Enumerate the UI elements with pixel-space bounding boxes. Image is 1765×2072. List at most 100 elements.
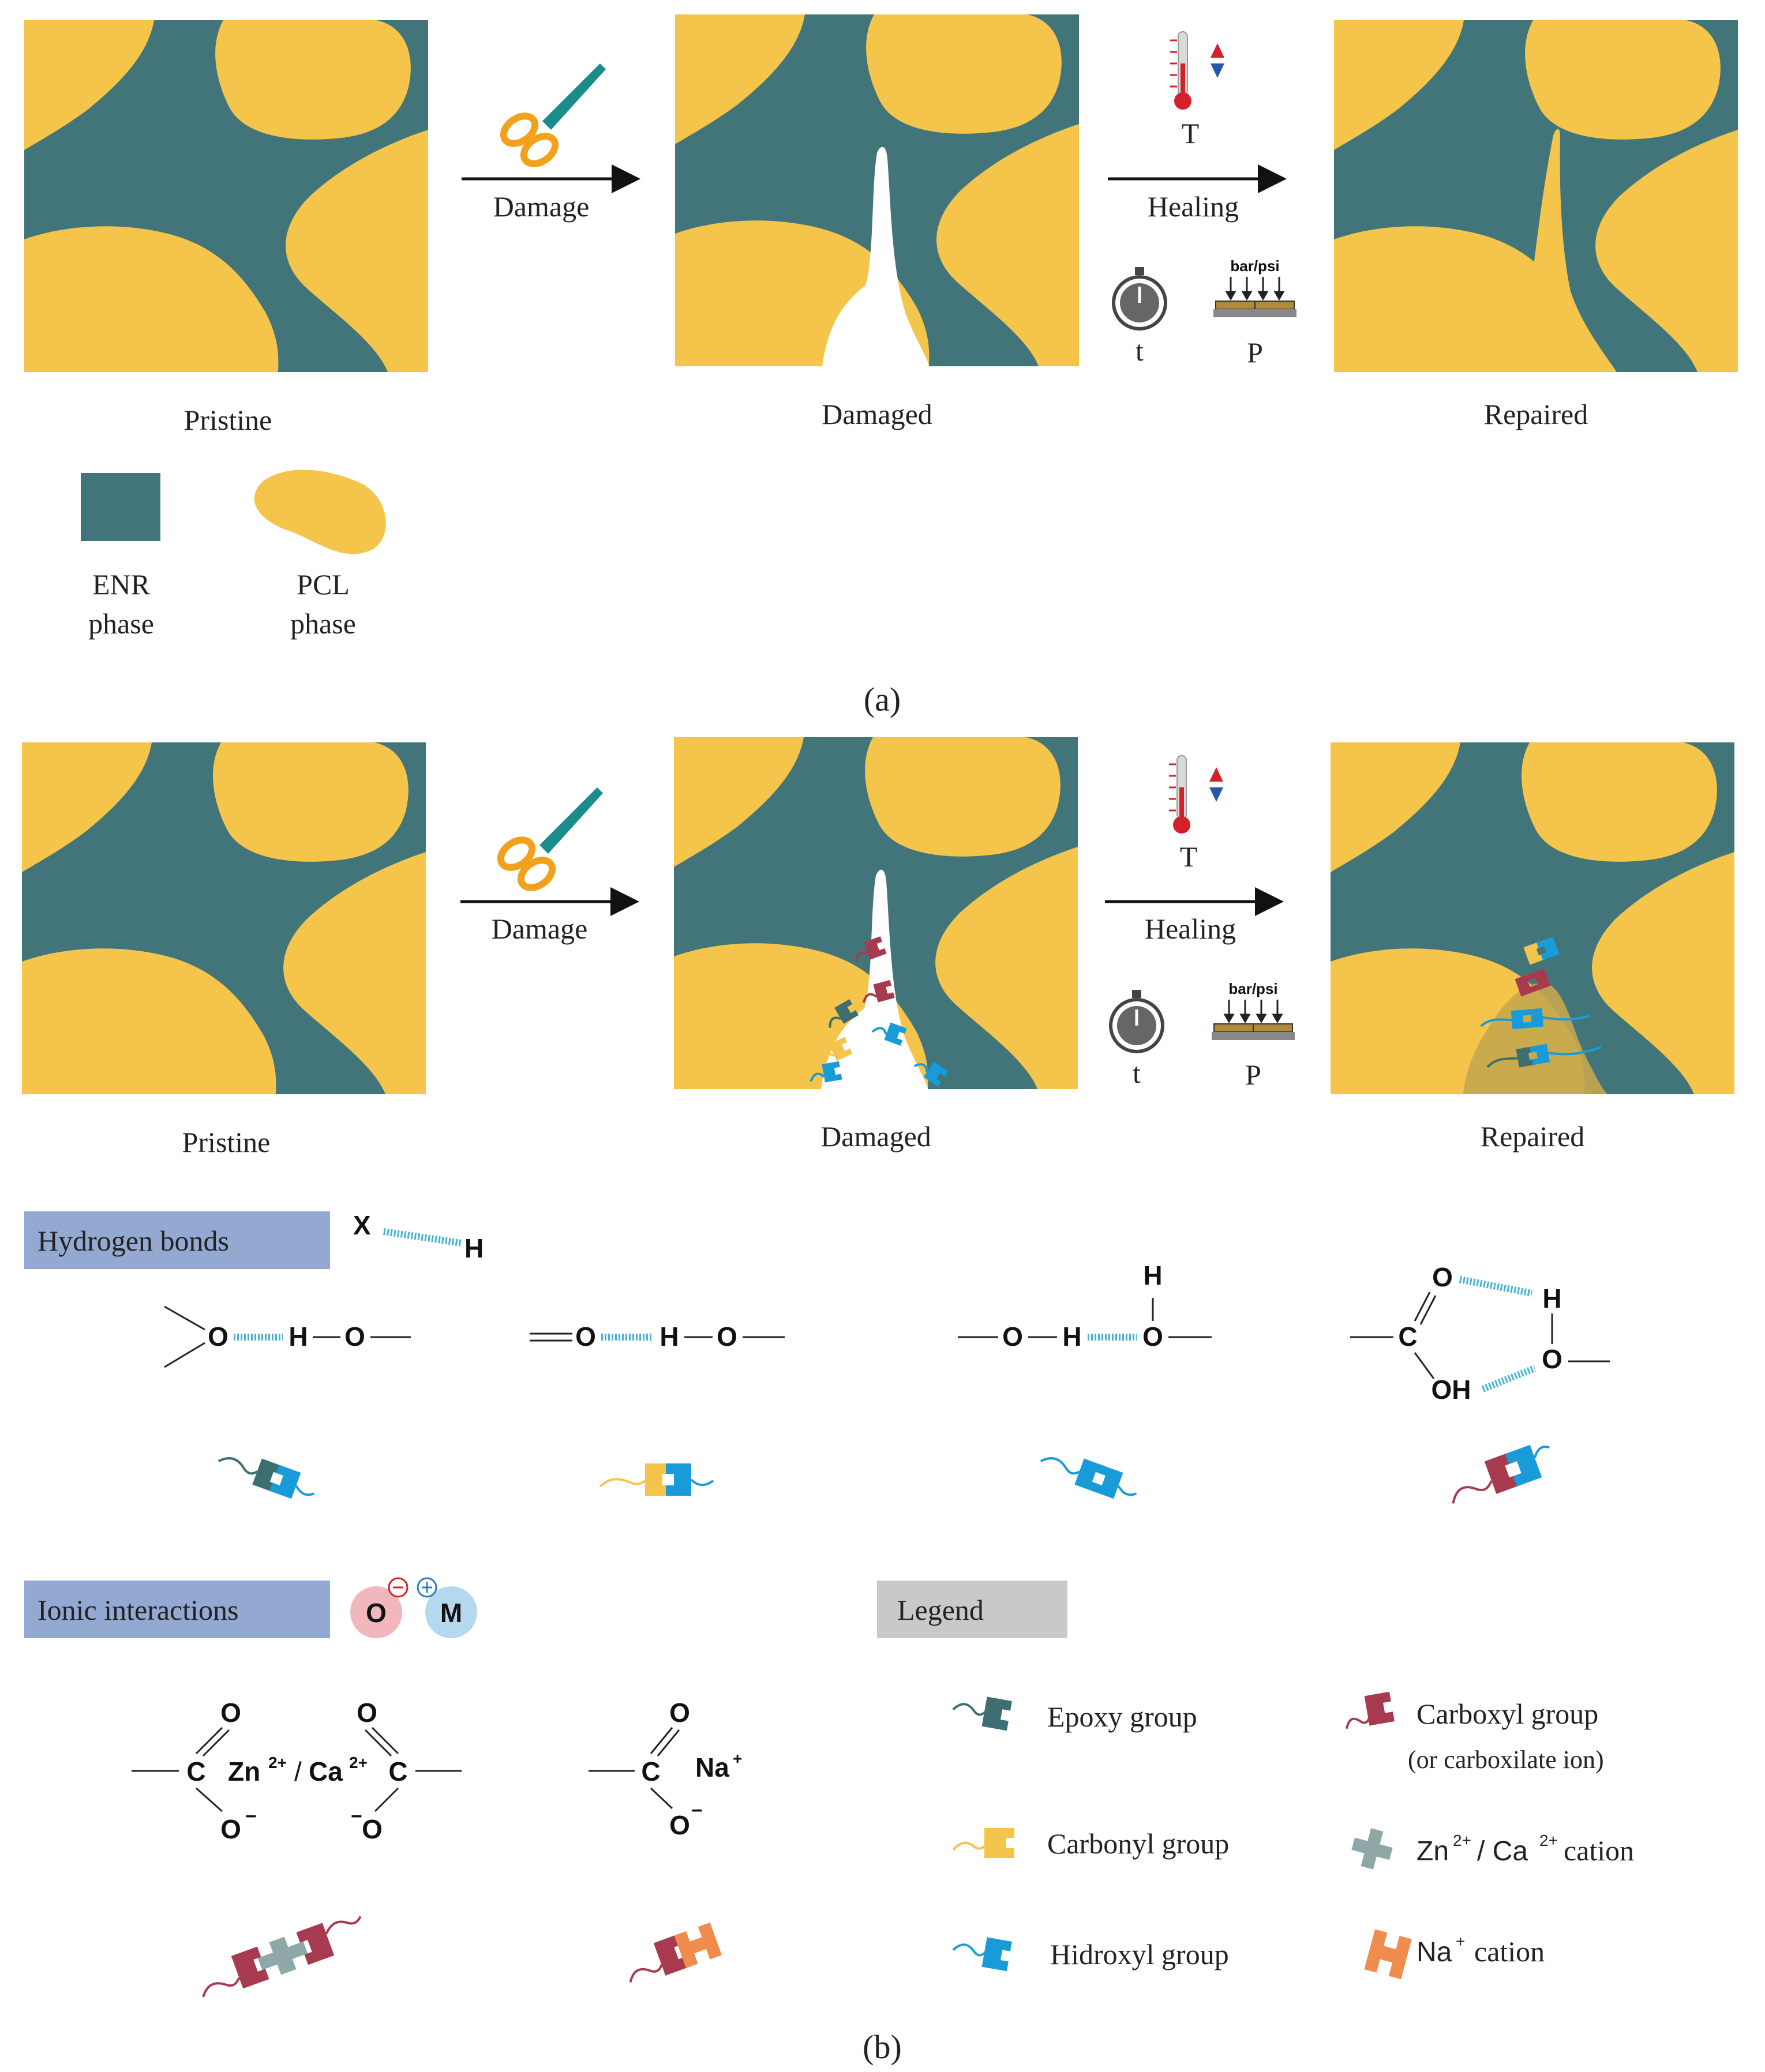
enr-phase-swatch [81,473,160,541]
ionic-title: Ionic interactions [38,1594,239,1626]
svg-text:C: C [1398,1322,1417,1352]
legend-na-cation-icon [1364,1929,1412,1980]
svg-text:Na: Na [1417,1937,1452,1968]
legend-epoxy-icon [952,1696,1012,1731]
carboxyl-piece [863,979,895,1003]
damaged-morphology-a [675,14,1079,366]
svg-text:+: + [733,1750,742,1767]
hydroxyl-hydroxyl-pair [1040,1457,1137,1499]
legend-zn-ca-label: Zn 2+ / Ca 2+ cation [1417,1831,1634,1867]
legend-epoxy-label: Epoxy group [1047,1701,1197,1733]
svg-text:O: O [669,1810,690,1840]
svg-text:cation: cation [1564,1834,1634,1867]
scissors-icon-b [497,787,603,891]
epoxy-piece [1486,1043,1602,1068]
enr-phase-label-2: phase [88,607,154,640]
pristine-label-a: Pristine [184,404,272,436]
healing-label-b: Healing [1145,913,1236,945]
healing-label-a: Healing [1148,190,1239,223]
stopwatch-icon [1112,267,1167,331]
hydroxyl-piece [871,1022,907,1046]
svg-text:O: O [1432,1262,1453,1292]
svg-text:M: M [440,1598,462,1628]
legend-carbonyl-icon [952,1828,1014,1858]
svg-text:C: C [388,1756,407,1786]
legend-title: Legend [897,1594,984,1626]
svg-text:O: O [220,1814,241,1844]
hb-h-symbol: H [464,1233,484,1263]
svg-text:OH: OH [1432,1375,1471,1405]
pressure-label-b: P [1245,1058,1261,1091]
hbond-ether: O H O [164,1305,411,1368]
pressure-icon: bar/psi [1213,257,1296,317]
svg-text:O: O [575,1322,596,1352]
pristine-label-b: Pristine [182,1126,271,1158]
legend-carboxyl-label: Carboxyl group [1417,1698,1598,1730]
repaired-label-b: Repaired [1481,1120,1584,1153]
time-label-b: t [1133,1057,1141,1089]
svg-text:Zn: Zn [1417,1836,1449,1867]
thermometer-icon [1170,31,1224,110]
epoxy-piece [829,999,859,1028]
carbonyl-piece [821,1037,853,1064]
legend-header [877,1581,1067,1638]
legend-na-label: Na + cation [1417,1932,1545,1968]
pressure-icon-b: bar/psi [1212,980,1295,1040]
hb-x-symbol: X [353,1210,371,1240]
carbonyl-piece [1523,936,1560,965]
svg-text:C: C [641,1756,660,1786]
svg-text:O: O [366,1598,387,1628]
hydroxyl-piece [810,1061,842,1083]
svg-text:/: / [294,1756,302,1786]
svg-text:O: O [344,1322,365,1352]
svg-text:O: O [220,1698,241,1728]
legend-carboxyl-icon [1345,1691,1395,1729]
svg-text:H: H [1542,1283,1561,1313]
panel-b: Pristine Damage [22,737,1734,2066]
svg-text:2+: 2+ [1453,1831,1471,1849]
svg-text:C: C [186,1756,205,1786]
enr-phase-label-1: ENR [92,568,151,600]
repaired-morphology-a [1334,20,1738,372]
svg-text:−: − [351,1806,362,1827]
svg-text:Zn: Zn [228,1756,260,1786]
legend-carbonyl-label: Carbonyl group [1047,1827,1229,1860]
svg-text:H: H [288,1322,308,1352]
svg-text:+: + [1456,1932,1465,1950]
hydroxyl-piece [1480,1008,1591,1030]
svg-text:−: − [245,1806,257,1827]
damage-label-b: Damage [492,913,588,945]
damaged-label-b: Damaged [820,1120,931,1153]
hydrogen-bonds-title: Hydrogen bonds [38,1225,229,1257]
pcl-phase-swatch [254,470,386,554]
svg-text:O: O [1542,1344,1562,1374]
svg-text:O: O [362,1814,383,1844]
svg-text:cation: cation [1474,1935,1545,1968]
svg-text:O: O [357,1698,377,1728]
temperature-label-b: T [1180,840,1198,873]
svg-text:Na: Na [695,1752,729,1782]
svg-text:O: O [1142,1322,1163,1352]
svg-text:/ Ca: / Ca [1477,1836,1528,1867]
epoxy-hydroxyl-pair [218,1457,315,1499]
pressure-unit-a: bar/psi [1230,257,1279,275]
temperature-label-a: T [1182,117,1200,149]
hbond-carbonyl: O H O [530,1322,785,1352]
svg-text:Ca: Ca [309,1756,343,1786]
caption-a: (a) [864,681,901,718]
pressure-unit-b: bar/psi [1228,980,1277,997]
time-label-a: t [1136,335,1144,367]
svg-text:−: − [691,1800,703,1822]
ionic-na-structure: C O O − Na + [589,1698,742,1840]
scissors-icon [500,63,606,167]
svg-text:2+: 2+ [349,1754,368,1771]
svg-text:O: O [669,1698,690,1728]
hydroxyl-piece [913,1061,949,1087]
pcl-phase-label-2: phase [290,607,356,640]
ionic-om-icon: O M [350,1577,477,1638]
hbond-hydroxyl: O H O H [958,1260,1212,1352]
carbonyl-hydroxyl-pair [599,1463,714,1496]
stopwatch-icon-b [1109,990,1164,1053]
legend-zn-ca-cation-icon [1351,1828,1393,1870]
